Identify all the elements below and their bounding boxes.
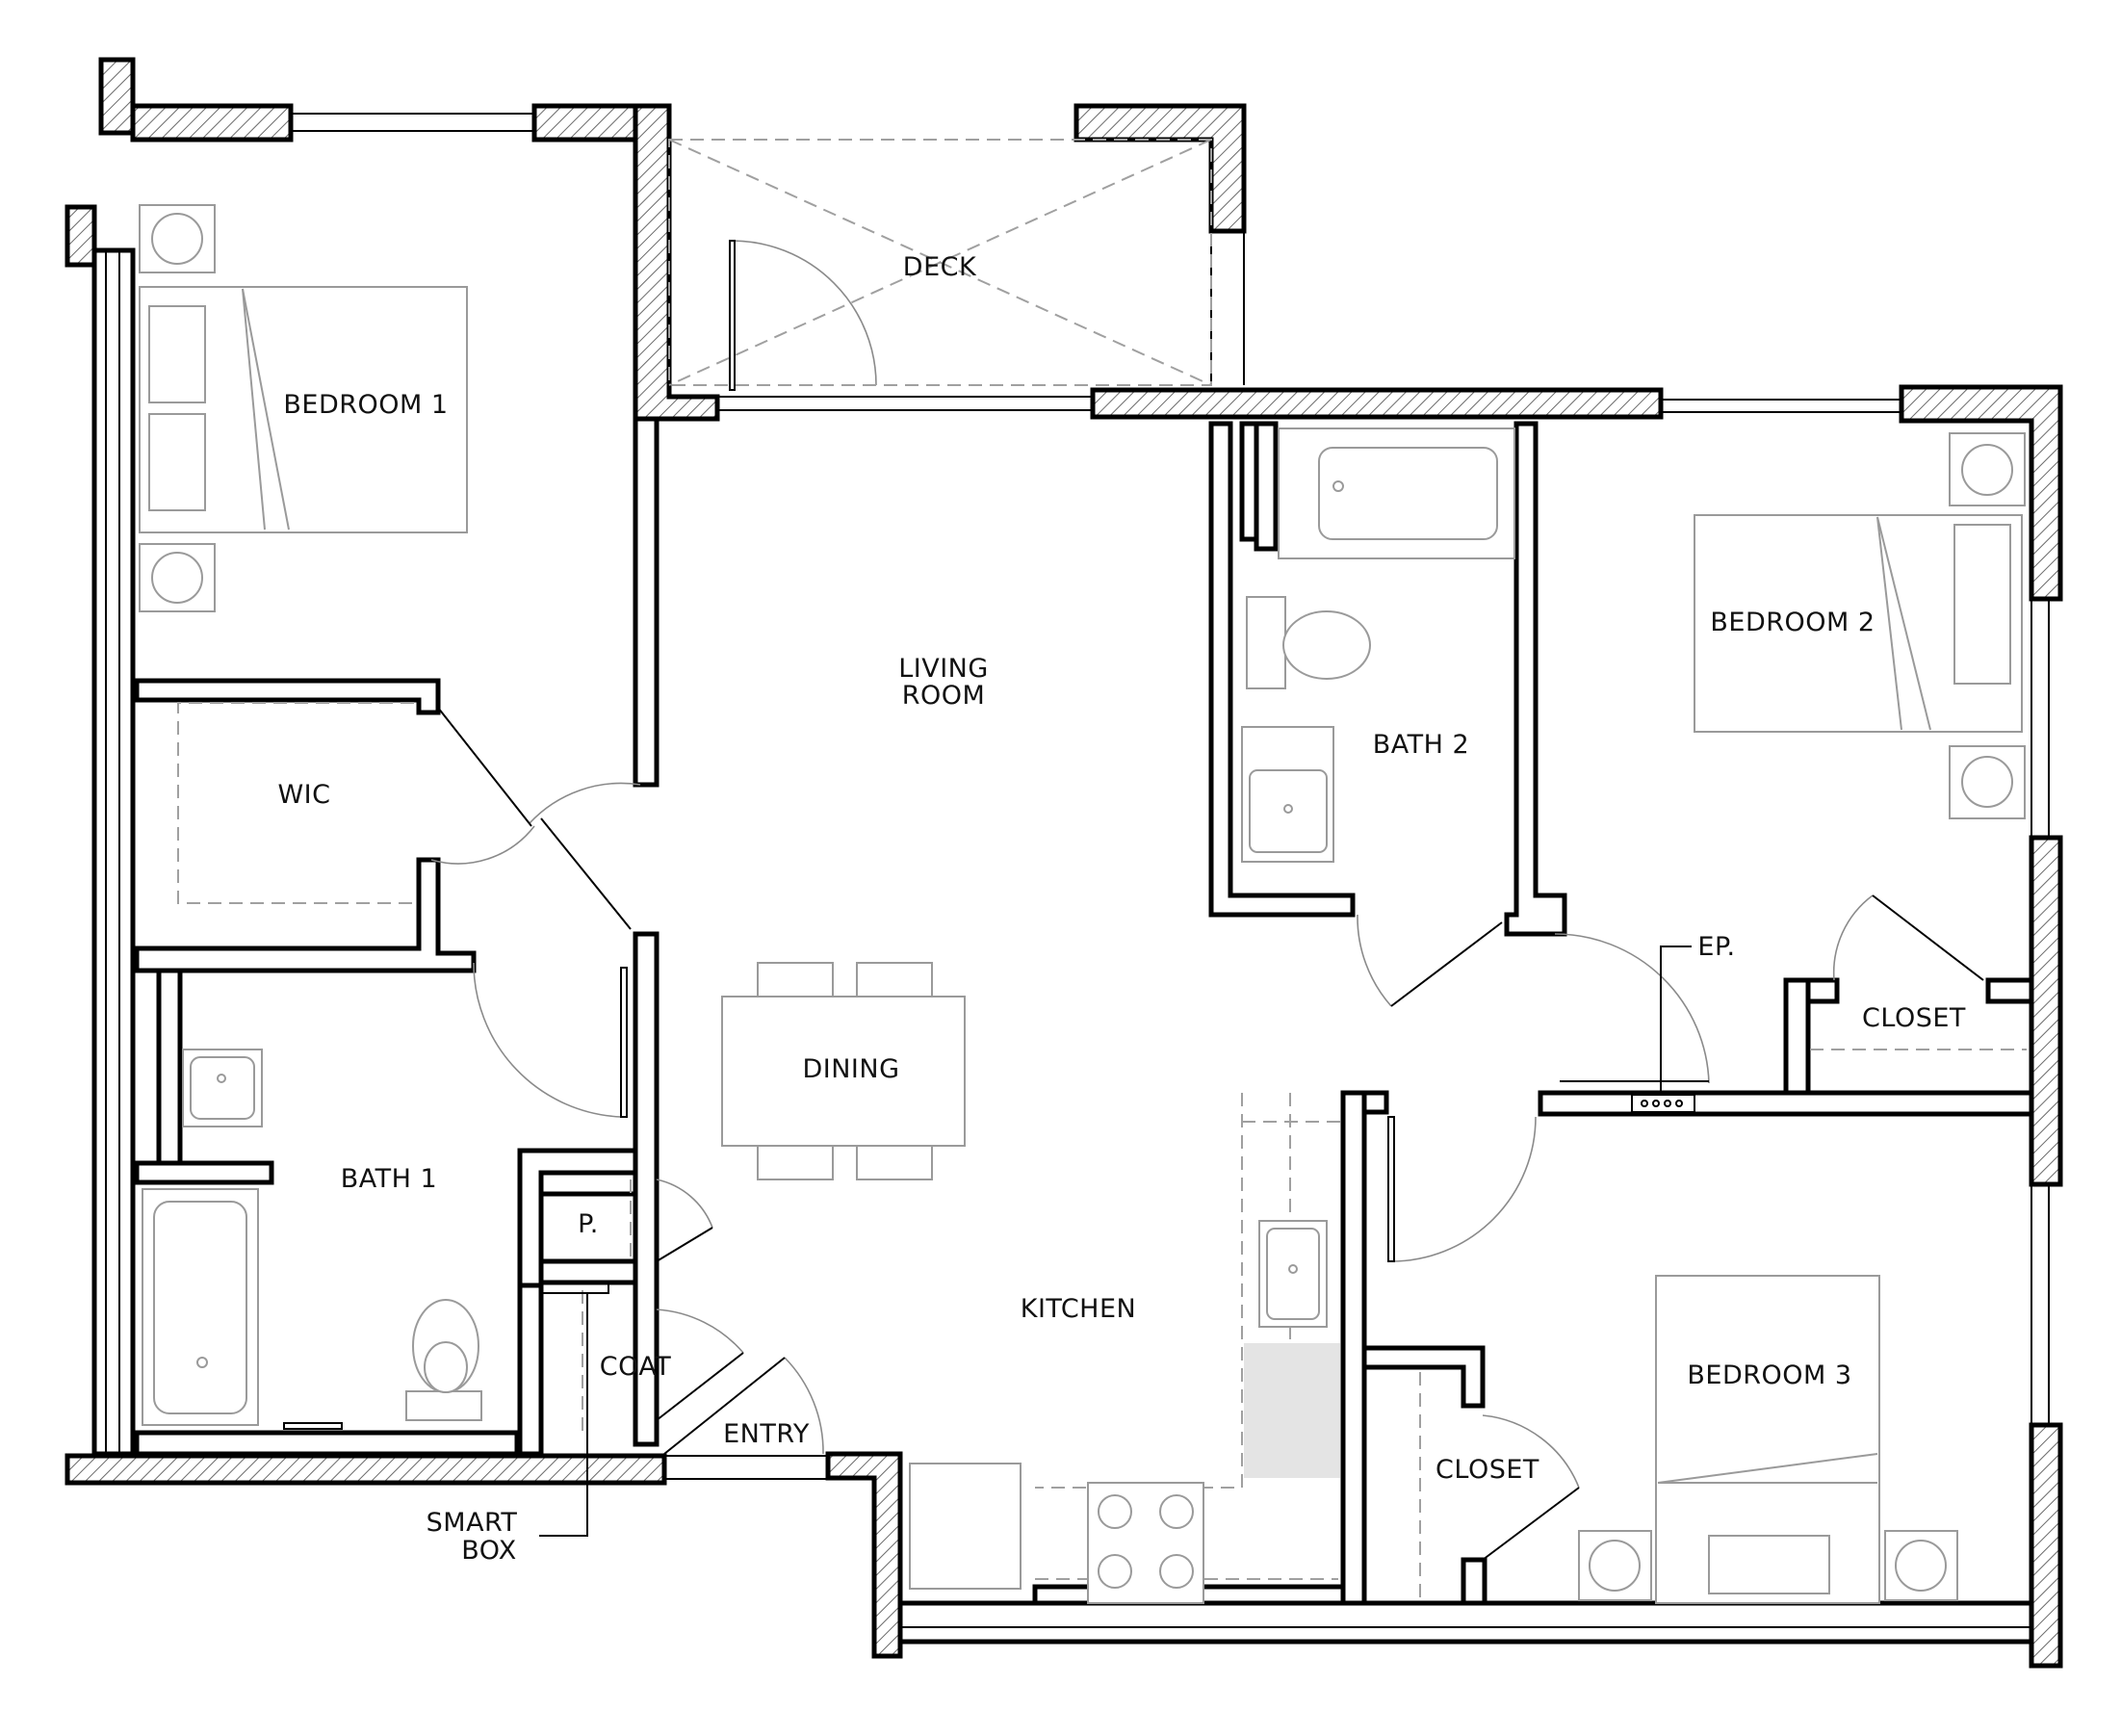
kitchen-counters bbox=[909, 1093, 1340, 1604]
label-kitchen: KITCHEN bbox=[1021, 1294, 1137, 1324]
label-box: BOX bbox=[461, 1536, 517, 1566]
smart-box-leader bbox=[539, 1293, 588, 1537]
wic-shelving bbox=[177, 702, 414, 904]
label-bath1: BATH 1 bbox=[341, 1164, 437, 1194]
doors bbox=[430, 240, 1984, 1561]
label-wic: WIC bbox=[277, 780, 330, 810]
label-closet3: CLOSET bbox=[1436, 1455, 1539, 1485]
label-dining: DINING bbox=[802, 1054, 899, 1084]
deck-area bbox=[668, 139, 1212, 386]
bedroom2-bed bbox=[1694, 432, 2027, 1050]
bedroom1-bed bbox=[139, 204, 468, 612]
interior-walls bbox=[134, 416, 2034, 1606]
label-bedroom2: BEDROOM 2 bbox=[1710, 608, 1875, 637]
room-labels: DECK BEDROOM 1 LIVING ROOM WIC BATH 1 DI… bbox=[277, 252, 1965, 1566]
label-bedroom1: BEDROOM 1 bbox=[283, 390, 448, 420]
exterior-walls bbox=[65, 57, 2063, 1669]
label-closet2: CLOSET bbox=[1862, 1003, 1966, 1033]
label-coat: COAT bbox=[600, 1352, 672, 1382]
label-pantry: P. bbox=[578, 1209, 599, 1239]
bedroom3-bed bbox=[1419, 1275, 1958, 1604]
label-bedroom3: BEDROOM 3 bbox=[1687, 1360, 1851, 1390]
label-smart: SMART bbox=[427, 1508, 518, 1538]
dining-table bbox=[721, 962, 966, 1180]
bath1-fixtures bbox=[142, 1049, 482, 1430]
label-bath2: BATH 2 bbox=[1373, 730, 1469, 760]
ep-panel bbox=[1631, 946, 1695, 1113]
label-living: LIVING bbox=[898, 654, 989, 684]
bath2-fixtures bbox=[1241, 428, 1515, 863]
pantry-shelf bbox=[540, 1179, 632, 1435]
label-ep: EP. bbox=[1697, 932, 1735, 962]
label-entry: ENTRY bbox=[723, 1419, 810, 1449]
label-living-room: ROOM bbox=[902, 681, 986, 711]
label-deck: DECK bbox=[903, 252, 977, 282]
